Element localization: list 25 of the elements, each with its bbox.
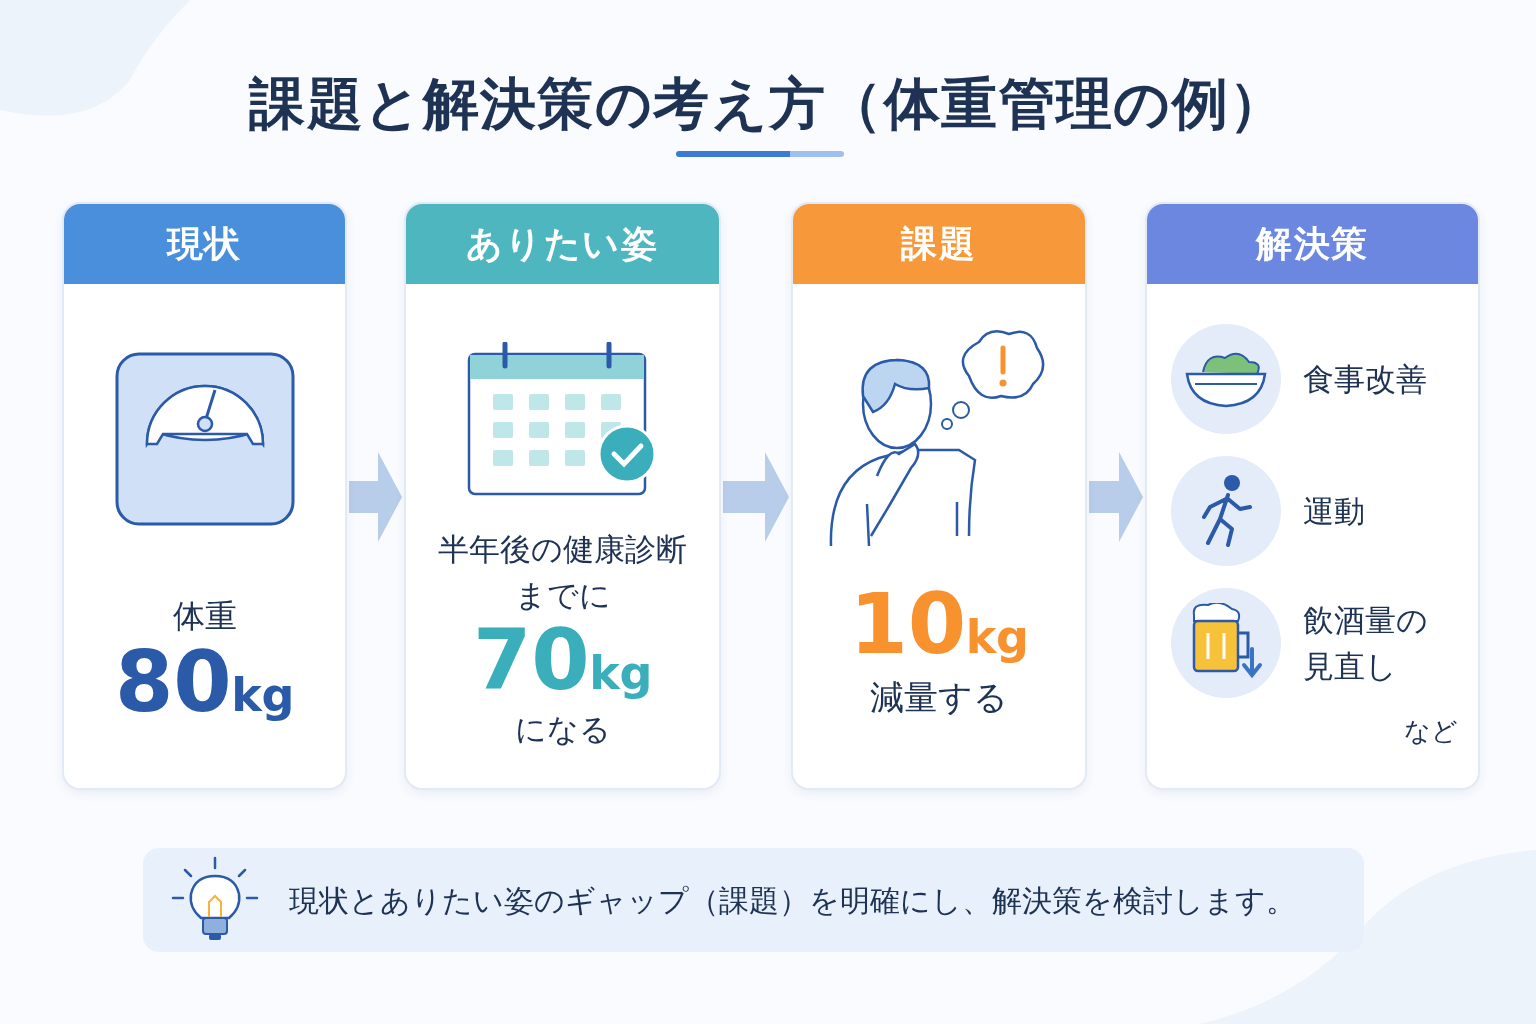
goal-text: になる [514,710,611,749]
solution-text: 食事改善 [1303,360,1428,399]
weight-value: 10kg [849,582,1029,666]
card-header: ありたい姿 [406,204,719,284]
solution-text: 運動 [1303,492,1366,531]
step-card [62,202,347,790]
arrow [349,452,402,542]
arrow [1089,452,1143,542]
summary-banner [143,848,1364,952]
note-text: など [1404,715,1458,748]
summary-text: 現状とありたい姿のギャップ（課題）を明確にし、解決策を検討します。 [289,881,1296,920]
goal-text: 半年後の健康診断までに [437,530,688,615]
title: 課題と解決策の考え方（体重管理の例） [247,70,1288,138]
action-text: 減量する [870,676,1008,719]
weight-value: 70kg [473,618,652,702]
weight-value: 80kg [115,640,294,724]
solution-text: 飲酒量の見直し [1303,601,1429,686]
step-card [1145,202,1480,790]
card-header: 解決策 [1147,204,1478,284]
card-header: 課題 [793,204,1085,284]
card-header: 現状 [64,204,345,284]
label-text: 体重 [172,596,237,637]
arrow [723,452,789,542]
step-card [791,202,1087,790]
step-card [404,202,721,790]
